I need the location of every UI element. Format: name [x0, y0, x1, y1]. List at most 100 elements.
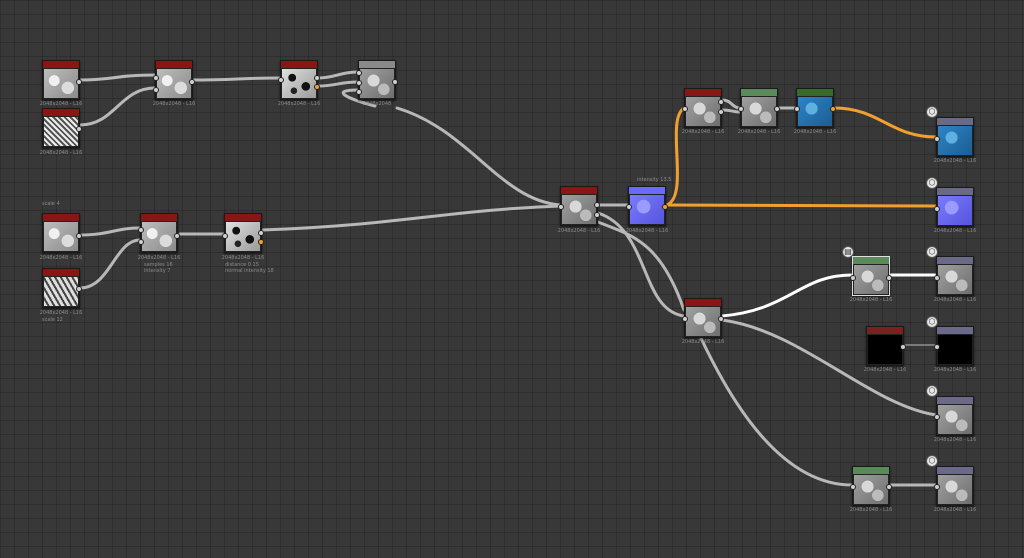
output-port[interactable]: [76, 126, 82, 132]
output-port[interactable]: [174, 233, 180, 239]
input-port[interactable]: [222, 233, 228, 239]
output-port[interactable]: [774, 106, 780, 112]
gradient-node[interactable]: [738, 88, 780, 128]
output-port[interactable]: [258, 230, 264, 236]
input-port[interactable]: [794, 106, 800, 112]
wire: [190, 76, 282, 82]
output-port[interactable]: [886, 275, 892, 281]
black-node[interactable]: [866, 326, 906, 366]
normal-output-node[interactable]: [934, 187, 974, 227]
grain-noise-node[interactable]: [42, 108, 82, 148]
node-note: samples 16: [144, 262, 173, 268]
output-port[interactable]: [76, 286, 82, 292]
ao-output-node[interactable]: [934, 466, 974, 506]
node-label: 2048x2048 - L16: [39, 310, 83, 316]
blend-node[interactable]: [153, 60, 195, 100]
output-port[interactable]: [594, 212, 600, 218]
grain-noise-node-2[interactable]: [42, 268, 82, 308]
node-header: [937, 467, 973, 474]
node-header: [43, 269, 79, 276]
node-header: [867, 327, 903, 334]
node-note: normal intensity 18: [225, 268, 274, 274]
ao-node[interactable]: [850, 256, 892, 296]
input-port[interactable]: [934, 275, 940, 281]
height-output-node[interactable]: [934, 396, 974, 436]
cells-node[interactable]: [278, 60, 320, 100]
input-port[interactable]: [356, 89, 362, 95]
output-port[interactable]: [718, 99, 724, 105]
input-port[interactable]: [138, 227, 144, 233]
node-thumbnail: [630, 195, 664, 224]
output-port[interactable]: [392, 79, 398, 85]
output-port[interactable]: [900, 344, 906, 350]
node-thumbnail: [562, 195, 596, 224]
output-port-orange[interactable]: [662, 204, 668, 210]
roughness-output-node[interactable]: [934, 256, 974, 296]
node-header: [561, 187, 597, 194]
color-node[interactable]: [794, 88, 836, 128]
input-port[interactable]: [934, 136, 940, 142]
split-node[interactable]: [682, 298, 724, 338]
output-port-orange[interactable]: [258, 239, 264, 245]
input-port[interactable]: [934, 206, 940, 212]
node-header: [156, 61, 192, 68]
blur-node[interactable]: [138, 213, 180, 253]
input-port[interactable]: [850, 484, 856, 490]
node-thumbnail: [854, 475, 888, 504]
node-header: [853, 467, 889, 474]
input-port[interactable]: [558, 204, 564, 210]
node-note: distance 0.15: [225, 262, 259, 268]
node-header: [797, 89, 833, 96]
node-thumbnail: [157, 69, 191, 98]
input-port[interactable]: [934, 484, 940, 490]
node-label: 2048x2048 - L16: [737, 129, 781, 135]
metallic-output-node[interactable]: [934, 326, 974, 366]
node-label: 2048x2048 - L16: [933, 367, 977, 373]
node-header: [43, 109, 79, 116]
output-port[interactable]: [189, 79, 195, 85]
input-port[interactable]: [356, 70, 362, 76]
node-header: [281, 61, 317, 68]
input-port[interactable]: [682, 316, 688, 322]
output-port-orange[interactable]: [314, 84, 320, 90]
height-blend-node[interactable]: [558, 186, 600, 226]
output-port[interactable]: [76, 79, 82, 85]
output-port-orange[interactable]: [830, 106, 836, 112]
wire: [260, 204, 562, 232]
normal-node[interactable]: [626, 186, 668, 226]
node-header: [937, 188, 973, 195]
wire: [78, 238, 142, 290]
node-thumbnail: [938, 335, 972, 364]
node-thumbnail: [868, 335, 902, 364]
input-port[interactable]: [138, 239, 144, 245]
input-port[interactable]: [934, 414, 940, 420]
input-port[interactable]: [278, 77, 284, 83]
input-port[interactable]: [738, 106, 744, 112]
node-header: [225, 214, 261, 221]
distance-node[interactable]: [222, 213, 264, 253]
node-header: [853, 257, 889, 264]
node-note: intensity 13.5: [637, 177, 672, 183]
input-port[interactable]: [934, 344, 940, 350]
input-port[interactable]: [626, 204, 632, 210]
levels-node[interactable]: [682, 88, 724, 128]
curve-node[interactable]: [850, 466, 892, 506]
input-port[interactable]: [682, 106, 688, 112]
input-port[interactable]: [850, 275, 856, 281]
output-port[interactable]: [314, 75, 320, 81]
node-thumbnail: [360, 69, 394, 98]
input-port[interactable]: [356, 80, 362, 86]
output-port[interactable]: [718, 109, 724, 115]
input-port[interactable]: [153, 75, 159, 81]
output-port[interactable]: [718, 316, 724, 322]
noise-node[interactable]: [42, 60, 82, 100]
input-port[interactable]: [153, 87, 159, 93]
warp-node[interactable]: [356, 60, 398, 100]
noise-node-2[interactable]: [42, 213, 82, 253]
output-port[interactable]: [886, 484, 892, 490]
basecolor-output-node[interactable]: [934, 117, 974, 157]
output-port[interactable]: [594, 202, 600, 208]
output-icon: ⬡: [926, 106, 938, 118]
output-port[interactable]: [76, 233, 82, 239]
node-label: 2048x2048 - L16: [39, 101, 83, 107]
